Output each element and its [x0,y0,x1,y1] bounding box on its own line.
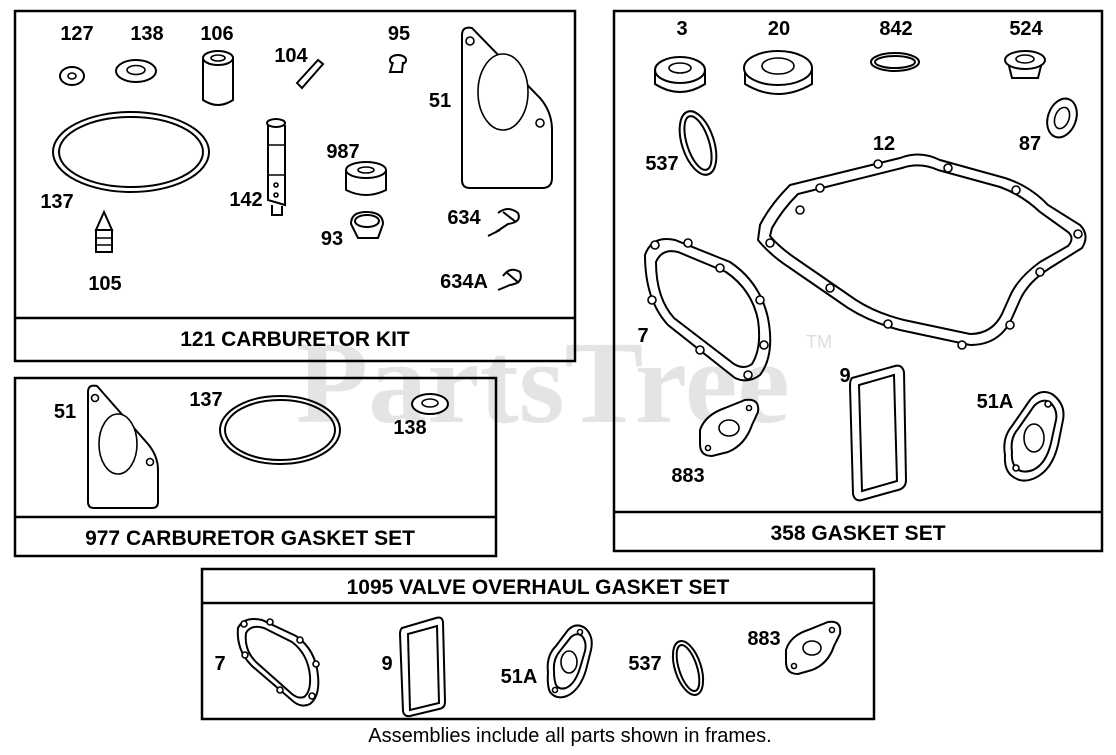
callout-634: 634 [447,207,481,229]
callout-842: 842 [879,18,912,40]
frame-carburetor-kit: 121 CARBURETOR KIT [13,9,577,363]
part-93-illustration [349,210,385,239]
part-524-illustration [1004,50,1046,79]
part-20-illustration [743,50,813,95]
callout-987: 987 [326,141,359,163]
part-104-illustration [295,58,325,90]
part-138-illustration [115,59,157,83]
callout-524: 524 [1009,18,1043,40]
callout-87: 87 [1019,133,1041,155]
callout-51: 51 [54,401,76,423]
callout-3: 3 [676,18,687,40]
callout-95: 95 [388,23,410,45]
frame-title: 358 GASKET SET [770,522,945,545]
part-51-illustration [87,384,159,509]
part-51a-illustration [546,624,593,699]
callout-51: 51 [429,90,451,112]
part-987-illustration [345,161,387,196]
callout-106: 106 [200,23,233,45]
frame-title: 1095 VALVE OVERHAUL GASKET SET [347,576,730,599]
part-142-illustration [266,118,286,216]
callout-9: 9 [839,365,850,387]
part-634a-illustration [497,268,522,291]
part-537-illustration [678,110,718,176]
footnote: Assemblies include all parts shown in fr… [368,725,772,747]
callout-883: 883 [747,628,780,650]
part-137-illustration [219,395,341,465]
callout-9: 9 [381,653,392,675]
callout-12: 12 [873,133,895,155]
callout-883: 883 [671,465,704,487]
part-51-illustration [461,26,553,189]
watermark-trademark: TM [806,332,832,352]
callout-137: 137 [40,191,73,213]
part-7-illustration [236,618,320,707]
part-105-illustration [94,209,114,253]
part-9-illustration [398,616,447,718]
part-137-illustration [52,111,210,193]
callout-7: 7 [637,325,648,347]
callout-51a: 51A [501,666,538,688]
frame-gasket-set: 358 GASKET SET [612,9,1104,553]
callout-137: 137 [189,389,222,411]
part-138-illustration [411,393,449,415]
part-537-illustration [671,640,705,696]
part-634-illustration [487,208,520,237]
part-87-illustration [1046,97,1078,139]
frame-valve-overhaul-gasket-set: 1095 VALVE OVERHAUL GASKET SET [200,567,876,721]
callout-138: 138 [393,417,426,439]
part-9-illustration [848,364,908,502]
callout-20: 20 [768,18,790,40]
part-12-illustration [756,153,1087,350]
frame-carburetor-gasket-set: 977 CARBURETOR GASKET SET 51 137 138 [13,376,498,558]
part-883-illustration [699,398,760,458]
part-7-illustration [643,238,772,382]
callout-7: 7 [214,653,225,675]
part-3-illustration [654,56,706,93]
callout-105: 105 [88,273,121,295]
callout-93: 93 [321,228,343,250]
callout-51a: 51A [977,391,1014,413]
part-106-illustration [202,50,234,106]
part-883-illustration [785,620,842,676]
callout-634a: 634A [440,271,488,293]
callout-142: 142 [229,189,262,211]
part-842-illustration [870,52,920,72]
callout-537: 537 [645,153,678,175]
callout-104: 104 [274,45,308,67]
part-51a-illustration [1003,391,1065,482]
frame-title: 977 CARBURETOR GASKET SET [85,527,415,550]
part-95-illustration [388,54,407,73]
callout-537: 537 [628,653,661,675]
frame-title: 121 CARBURETOR KIT [180,328,410,351]
callout-127: 127 [60,23,93,45]
callout-138: 138 [130,23,163,45]
